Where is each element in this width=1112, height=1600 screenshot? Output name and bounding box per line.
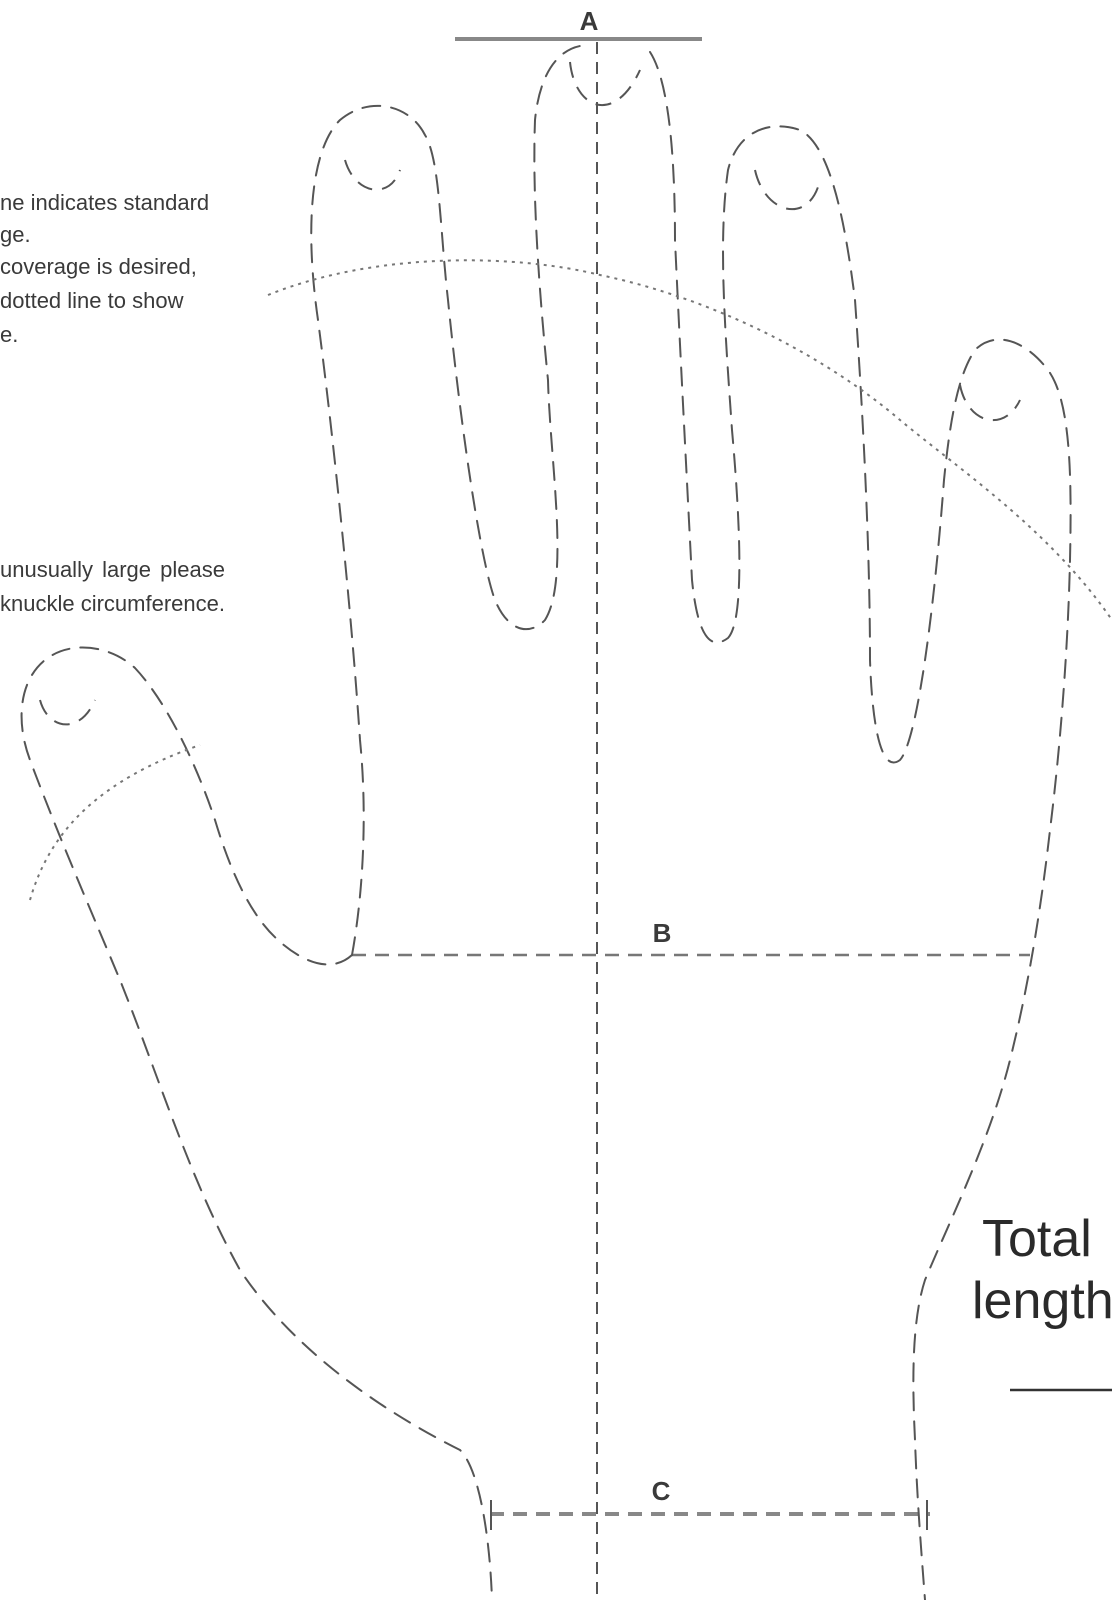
- pinky-tip-arc: [959, 384, 1021, 422]
- thumb-tip-arc: [39, 699, 96, 726]
- label-a: A: [580, 6, 599, 36]
- coverage-note-line-2: ge.: [0, 222, 31, 247]
- knuckle-note: unusually large please knuckle circumfer…: [0, 553, 225, 621]
- hand-outline: [20, 45, 1072, 1600]
- thumb-coverage-dotted-line: [29, 744, 201, 901]
- coverage-dotted-line: [267, 259, 1112, 621]
- index-tip-arc: [344, 159, 401, 191]
- coverage-note: ne indicates standard ge. coverage is de…: [0, 186, 209, 352]
- total-length-line-1: Total: [982, 1210, 1092, 1268]
- coverage-note-line-4: dotted line to show: [0, 288, 184, 313]
- index-finger-outline: [310, 45, 581, 956]
- coverage-note-line-3: coverage is desired,: [0, 254, 197, 279]
- coverage-note-line-5: e.: [0, 322, 19, 347]
- total-length-line-2: length: [972, 1272, 1112, 1330]
- thumb-outline: [20, 646, 493, 1600]
- knuckle-note-line-2: knuckle circumference.: [0, 591, 225, 616]
- knuckle-note-line-1: unusually large please: [0, 557, 225, 582]
- middle-tip-arc: [569, 61, 641, 107]
- middle-finger-outline: [649, 51, 1072, 1600]
- label-c: C: [652, 1476, 671, 1506]
- label-b: B: [653, 918, 672, 948]
- ring-tip-arc: [754, 169, 821, 211]
- coverage-note-line-1: ne indicates standard: [0, 190, 210, 215]
- total-length-label: Total length: [972, 1208, 1112, 1332]
- fingertip-arcs: [39, 61, 1021, 726]
